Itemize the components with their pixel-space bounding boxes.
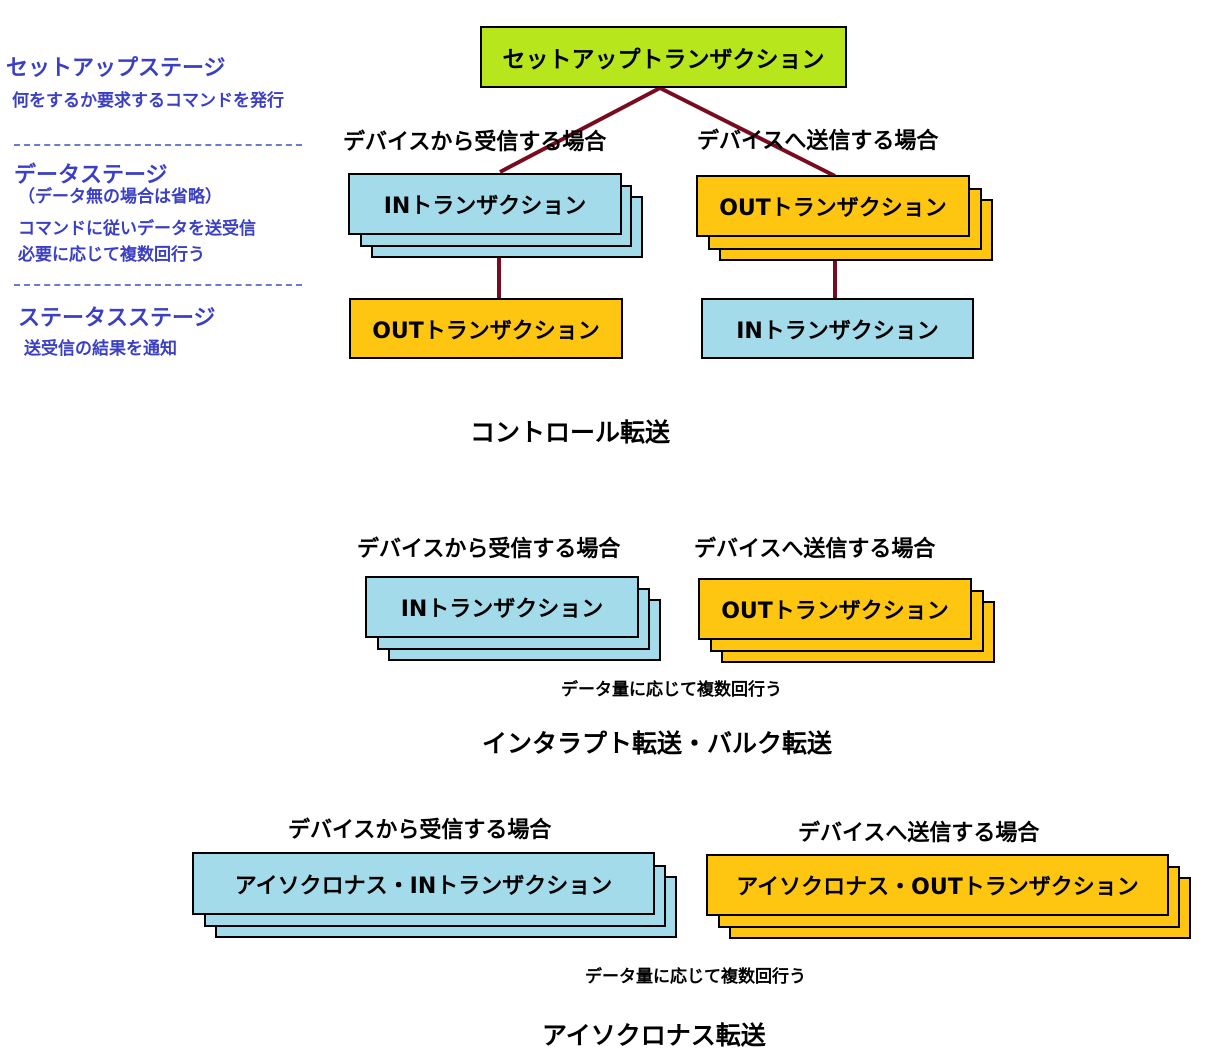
repeat-note: データ量に応じて複数回行う xyxy=(561,680,782,700)
data-stage-desc-2: 必要に応じて複数回行う xyxy=(18,245,205,265)
legend-divider xyxy=(14,144,302,146)
control-transfer-title: コントロール転送 xyxy=(470,418,671,447)
out-transaction-box: OUTトランザクション xyxy=(349,298,623,359)
send-case-label: デバイスへ送信する場合 xyxy=(798,821,1040,846)
iso-in-transaction-box: アイソクロナス・INトランザクション xyxy=(192,852,655,915)
data-stage-desc: コマンドに従いデータを送受信 xyxy=(18,219,256,239)
iso-out-transaction-box: アイソクロナス・OUTトランザクション xyxy=(706,854,1169,916)
send-case-label: デバイスへ送信する場合 xyxy=(697,129,939,154)
setup-stage-title: セットアップステージ xyxy=(6,56,226,81)
isochronous-transfer-title: アイソクロナス転送 xyxy=(542,1021,766,1050)
status-stage-title: ステータスステージ xyxy=(18,306,216,331)
in-transaction-box: INトランザクション xyxy=(365,576,639,638)
recv-case-label: デバイスから受信する場合 xyxy=(288,818,552,843)
out-transaction-box: OUTトランザクション xyxy=(698,578,972,640)
in-transaction-box: INトランザクション xyxy=(348,173,622,235)
send-case-label: デバイスへ送信する場合 xyxy=(694,537,936,562)
connector-setup-to-send xyxy=(659,86,836,178)
setup-stage-desc: 何をするか要求するコマンドを発行 xyxy=(12,91,284,111)
connector-setup-to-recv xyxy=(499,86,661,174)
interrupt-bulk-transfer-title: インタラプト転送・バルク転送 xyxy=(482,729,833,758)
setup-transaction-box: セットアップトランザクション xyxy=(480,26,847,88)
data-stage-title: データステージ xyxy=(14,163,168,188)
out-transaction-box: OUTトランザクション xyxy=(696,175,970,237)
status-stage-desc: 送受信の結果を通知 xyxy=(24,339,177,359)
legend-divider xyxy=(14,284,302,286)
recv-case-label: デバイスから受信する場合 xyxy=(357,537,621,562)
data-stage-note: （データ無の場合は省略） xyxy=(18,187,222,207)
in-transaction-box: INトランザクション xyxy=(701,298,974,359)
repeat-note: データ量に応じて複数回行う xyxy=(585,967,806,987)
recv-case-label: デバイスから受信する場合 xyxy=(343,130,607,155)
